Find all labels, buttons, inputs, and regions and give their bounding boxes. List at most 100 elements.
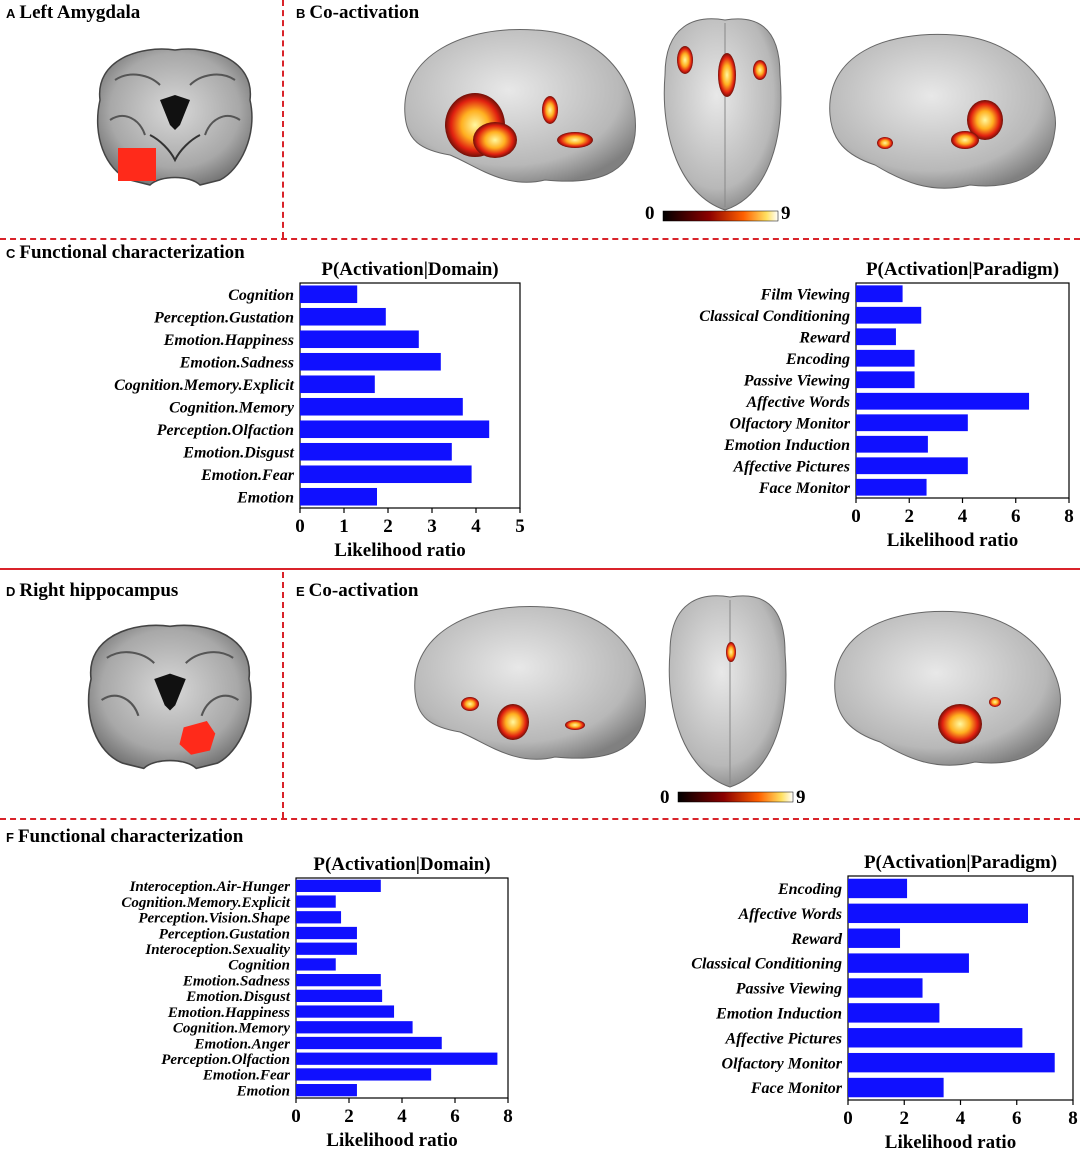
x-tick-label: 2 bbox=[383, 516, 393, 537]
bar bbox=[296, 1021, 413, 1034]
category-label: Emotion.Happiness bbox=[167, 1005, 290, 1021]
category-label: Affective Words bbox=[745, 394, 850, 411]
category-label: Affective Pictures bbox=[724, 1030, 842, 1047]
bar bbox=[848, 878, 908, 899]
bar bbox=[300, 375, 375, 394]
x-tick-label: 2 bbox=[900, 1108, 910, 1129]
bar bbox=[848, 1077, 944, 1098]
bar bbox=[300, 285, 358, 304]
bar bbox=[856, 371, 915, 389]
x-tick-label: 0 bbox=[291, 1106, 301, 1127]
category-label: Reward bbox=[798, 329, 851, 346]
category-label: Emotion.Disgust bbox=[182, 444, 294, 461]
category-label: Cognition bbox=[228, 958, 290, 974]
category-label: Face Monitor bbox=[758, 480, 851, 497]
bar bbox=[848, 1028, 1023, 1048]
bar bbox=[296, 926, 357, 940]
panel-d-title: Right hippocampus bbox=[19, 580, 179, 601]
category-label: Interoception.Sexuality bbox=[144, 942, 290, 958]
category-label: Film Viewing bbox=[760, 286, 850, 303]
bar bbox=[300, 397, 463, 416]
coronal-slice-hippocampus bbox=[87, 624, 252, 770]
bar bbox=[296, 879, 381, 892]
category-label: Emotion.Sadness bbox=[182, 973, 290, 989]
bar bbox=[856, 306, 922, 324]
category-label: Emotion.Sadness bbox=[179, 354, 294, 371]
bar bbox=[296, 942, 357, 955]
bar bbox=[856, 435, 928, 453]
panel-e-header: E Co-activation bbox=[296, 580, 418, 602]
amygdala-roi bbox=[118, 148, 156, 181]
divider-top bbox=[0, 238, 1080, 240]
x-tick-label: 8 bbox=[503, 1106, 513, 1127]
panel-c-header: C Functional characterization bbox=[6, 242, 245, 264]
x-tick-label: 6 bbox=[450, 1106, 460, 1127]
bar bbox=[856, 328, 896, 346]
divider-ab bbox=[282, 0, 284, 238]
category-label: Passive Viewing bbox=[743, 372, 850, 389]
category-label: Emotion bbox=[236, 489, 294, 506]
chart-f-paradigm: P(Activation|Paradigm)EncodingAffective … bbox=[691, 852, 1077, 1153]
bar bbox=[856, 414, 968, 432]
category-label: Perception.Gustation bbox=[159, 926, 290, 942]
chart-title: P(Activation|Paradigm) bbox=[864, 852, 1057, 873]
colorbar-e bbox=[677, 791, 794, 803]
panel-d-letter: D bbox=[6, 584, 16, 599]
bar bbox=[296, 989, 383, 1002]
bar bbox=[300, 420, 490, 439]
bar bbox=[848, 953, 969, 973]
category-label: Cognition bbox=[228, 287, 294, 304]
category-label: Emotion.Fear bbox=[200, 467, 295, 484]
category-label: Cognition.Memory bbox=[169, 399, 295, 416]
category-label: Classical Conditioning bbox=[699, 308, 850, 325]
divider-de bbox=[282, 572, 284, 818]
chart-title: P(Activation|Domain) bbox=[313, 854, 490, 875]
x-tick-label: 0 bbox=[843, 1108, 853, 1129]
panel-d-header: D Right hippocampus bbox=[6, 580, 178, 602]
x-axis-label: Likelihood ratio bbox=[326, 1130, 457, 1151]
category-label: Emotion.Happiness bbox=[163, 332, 294, 349]
category-label: Cognition.Memory.Explicit bbox=[114, 377, 294, 394]
chart-c-domain: P(Activation|Domain)CognitionPerception.… bbox=[114, 259, 525, 561]
category-label: Emotion.Anger bbox=[194, 1036, 291, 1052]
bar bbox=[296, 974, 381, 987]
category-label: Affective Pictures bbox=[732, 458, 850, 475]
category-label: Cognition.Memory.Explicit bbox=[121, 895, 290, 911]
bar bbox=[300, 307, 386, 326]
divider-middle bbox=[0, 568, 1080, 570]
plot-frame bbox=[295, 877, 509, 1099]
x-tick-label: 6 bbox=[1012, 1108, 1022, 1129]
category-label: Classical Conditioning bbox=[691, 956, 842, 973]
x-tick-label: 4 bbox=[397, 1106, 407, 1127]
x-tick-label: 3 bbox=[427, 516, 437, 537]
x-tick-label: 2 bbox=[905, 506, 915, 527]
category-label: Perception.Gustation bbox=[153, 309, 294, 326]
x-axis-label: Likelihood ratio bbox=[885, 1132, 1016, 1153]
coactivation-brains-b bbox=[404, 18, 1056, 222]
plot-frame bbox=[299, 282, 521, 509]
chart-title: P(Activation|Paradigm) bbox=[866, 259, 1059, 280]
bar bbox=[296, 1068, 432, 1081]
bar bbox=[300, 352, 441, 371]
category-label: Emotion Induction bbox=[723, 437, 850, 454]
category-label: Olfactory Monitor bbox=[722, 1055, 843, 1072]
category-label: Perception.Olfaction bbox=[161, 1052, 290, 1068]
coronal-slice-amygdala bbox=[96, 48, 253, 186]
category-label: Emotion Induction bbox=[715, 1005, 842, 1022]
x-axis-label: Likelihood ratio bbox=[334, 540, 465, 561]
category-label: Emotion.Disgust bbox=[185, 989, 291, 1005]
x-tick-label: 0 bbox=[851, 506, 861, 527]
panel-e-letter: E bbox=[296, 584, 305, 599]
bar bbox=[856, 285, 903, 303]
x-tick-label: 1 bbox=[339, 516, 349, 537]
x-tick-label: 8 bbox=[1064, 506, 1074, 527]
category-label: Olfactory Monitor bbox=[730, 415, 851, 432]
panel-f-header: F Functional characterization bbox=[6, 826, 243, 848]
panel-a-title: Left Amygdala bbox=[19, 2, 141, 23]
category-label: Encoding bbox=[785, 351, 850, 368]
panel-f-title: Functional characterization bbox=[17, 826, 244, 847]
panel-b-header: B Co-activation bbox=[296, 2, 419, 24]
chart-f-domain: P(Activation|Domain)Interoception.Air-Hu… bbox=[121, 854, 513, 1151]
panel-c-letter: C bbox=[6, 246, 16, 261]
bar bbox=[848, 928, 901, 948]
